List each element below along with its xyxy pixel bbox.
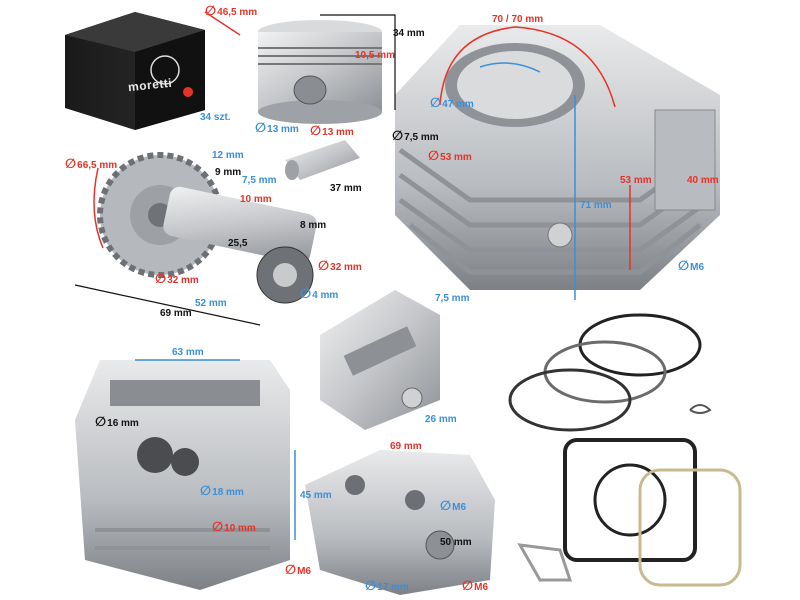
cyl-thread-label: M6 [678,260,704,274]
camshaft [163,186,317,304]
piston-diameter-label: 46,5 mm [205,5,257,19]
head-45-label: 45 mm [300,490,332,501]
pin-diameter-label: 13 mm [310,125,354,139]
head2-69-label: 69 mm [390,441,422,452]
head2-m6a-label: M6 [440,500,466,514]
head2-50-label: 50 mm [440,537,472,548]
pin-hole-label: 13 mm [255,122,299,136]
cam-52-label: 52 mm [195,298,227,309]
rocker-75-label: 7,5 mm [435,293,470,304]
piston-rings [508,313,712,432]
cam-4-label: 4 mm [300,288,338,302]
head-m6-label: M6 [285,564,311,578]
head-63-label: 63 mm [172,347,204,358]
sprocket-teeth-label: 34 szt. [200,112,231,123]
cyl-stud-label: 40 mm [687,175,719,186]
piston-ring-label: 10,5 mm [355,50,396,61]
cam-32a-label: 32 mm [155,273,199,287]
pin-length-label: 37 mm [330,183,362,194]
cylinder [395,25,720,290]
piston-height-label: 34 mm [393,28,425,39]
cyl-bore-label: 47 mm [430,97,474,111]
cyl-height-blue-label: 71 mm [580,200,612,211]
cylinder-head-right [305,450,495,595]
head2-m6b-label: M6 [462,580,488,594]
cyl-height-red-label: 53 mm [620,175,652,186]
cam-10-label: 10 mm [240,194,272,205]
gaskets [517,438,742,587]
cyl-hole-label: 7,5 mm [392,130,438,144]
rocker-assembly [320,290,440,430]
cam-69-label: 69 mm [160,308,192,319]
piston-pin [285,140,360,180]
rocker-26-label: 26 mm [425,414,457,425]
cam-75-label: 7,5 mm [242,175,277,186]
cam-12-label: 12 mm [212,150,244,161]
head-18-label: 18 mm [200,485,244,499]
head2-17-label: 17 mm [365,580,409,594]
piston [258,20,382,124]
cam-9-label: 9 mm [215,167,242,178]
sprocket-diameter-label: 66,5 mm [65,158,117,172]
product-box [65,12,205,130]
cam-255-label: 25,5 [228,238,248,249]
cyl-bolt-spacing-label: 70 / 70 mm [492,14,544,25]
cyl-skirt-label: 53 mm [428,150,472,164]
cam-8-label: 8 mm [300,220,327,231]
head-16-label: 16 mm [95,416,139,430]
head-10-label: 10 mm [212,521,256,535]
cylinder-head-left [75,360,290,590]
cam-32b-label: 32 mm [318,260,362,274]
